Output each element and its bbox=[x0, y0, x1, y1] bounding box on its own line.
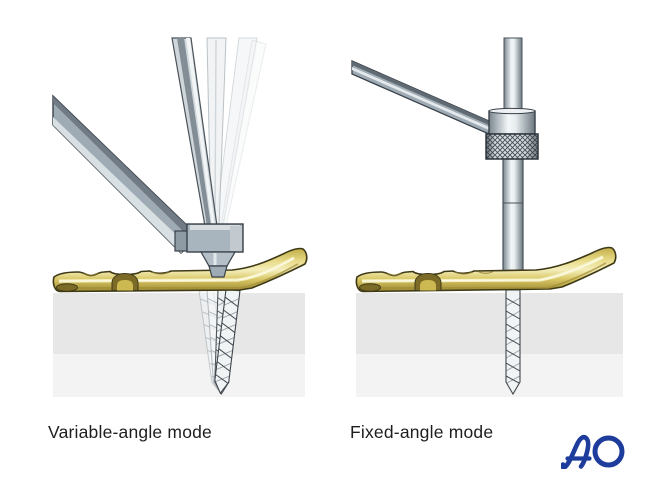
bone-left bbox=[53, 293, 305, 397]
drill-shaft-top-right bbox=[503, 37, 523, 115]
drill-shafts-above-left bbox=[171, 37, 267, 227]
variable-angle-label: Variable-angle mode bbox=[48, 422, 212, 442]
fixed-angle-label: Fixed-angle mode bbox=[350, 422, 494, 442]
surgical-technique-illustration bbox=[52, 37, 623, 397]
ao-logo: AO bbox=[561, 434, 625, 469]
bone-plate-right bbox=[355, 246, 617, 293]
variable-angle-panel bbox=[52, 37, 308, 397]
plate-screw-hole-left bbox=[56, 272, 139, 292]
drill-shaft-solid-left bbox=[171, 37, 218, 227]
drill-guide-handle-left bbox=[52, 94, 201, 254]
knurled-locking-collar bbox=[485, 107, 539, 160]
drill-bit-in-bone-right bbox=[505, 289, 521, 395]
drill-sleeve-head-left bbox=[174, 223, 244, 278]
bone-plate-left bbox=[52, 247, 308, 293]
fixed-angle-panel bbox=[351, 37, 623, 397]
bone-right bbox=[356, 293, 623, 397]
drill-sleeve-tube-right bbox=[502, 158, 524, 278]
sleeve-handle-right bbox=[351, 60, 490, 135]
plate-screw-hole-right bbox=[359, 272, 442, 292]
